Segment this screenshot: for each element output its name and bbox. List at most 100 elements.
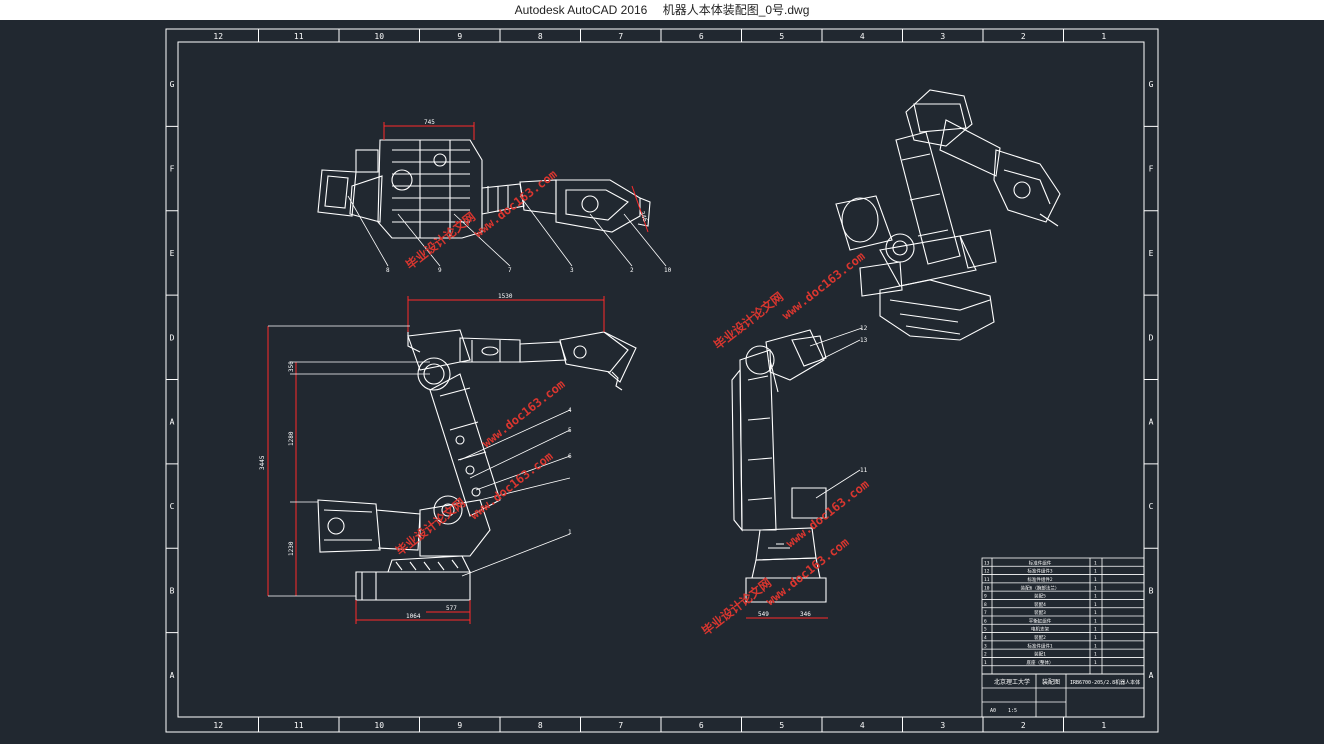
bom-item-no: 2 bbox=[984, 652, 987, 658]
robot-top-view[interactable] bbox=[317, 139, 651, 239]
column-label: 4 bbox=[860, 721, 865, 730]
column-label: 5 bbox=[779, 32, 784, 41]
watermark-url-4: www.doc163.com bbox=[479, 377, 567, 450]
robot-side-view[interactable] bbox=[317, 329, 637, 601]
bom-item-name: 标准件组件2 bbox=[1027, 576, 1052, 583]
top-view-dimensions bbox=[383, 122, 649, 233]
dim-side-reach: 1530 bbox=[498, 293, 513, 300]
row-label: B bbox=[1149, 586, 1154, 595]
watermark-url-1: www.doc163.com bbox=[471, 167, 559, 240]
title-school: 北京理工大学 bbox=[994, 678, 1030, 686]
callout-number: 5 bbox=[568, 427, 572, 434]
title-sheet: A0 bbox=[990, 708, 996, 714]
dim-side-height: 3445 bbox=[259, 455, 266, 470]
dim-top-width: 745 bbox=[424, 119, 435, 126]
bom-item-name: 标准件组件3 bbox=[1027, 568, 1052, 575]
column-label: 10 bbox=[374, 721, 384, 730]
bom-item-qty: 1 bbox=[1094, 652, 1097, 658]
bom-item-name: 装配4 bbox=[1034, 601, 1046, 608]
callout-number: 3 bbox=[570, 267, 574, 274]
file-title: 机器人本体装配图_0号.dwg bbox=[662, 3, 810, 17]
dim-side-mid: 1280 bbox=[288, 431, 295, 446]
bom-item-name: 装配2 bbox=[1034, 634, 1046, 641]
side-view-extension-lines bbox=[268, 325, 430, 597]
column-label: 6 bbox=[699, 32, 704, 41]
watermark-url-5: www.doc163.com bbox=[763, 535, 851, 608]
watermark-cn-4: 毕业设计论文网 bbox=[699, 575, 774, 639]
bom-item-no: 4 bbox=[984, 635, 987, 641]
callout-number: 10 bbox=[664, 267, 672, 274]
row-label: D bbox=[1149, 333, 1154, 342]
watermark-url-2: www.doc163.com bbox=[779, 249, 867, 322]
bom-item-name: 装配5 bbox=[1034, 593, 1046, 600]
column-label: 2 bbox=[1021, 721, 1026, 730]
callout-number: 11 bbox=[860, 467, 868, 474]
title-drawing-name: IRB6700-205/2.8机器人本体 bbox=[1070, 679, 1140, 686]
column-label: 9 bbox=[457, 32, 462, 41]
row-label: E bbox=[1149, 249, 1154, 258]
bom-item-qty: 1 bbox=[1094, 560, 1097, 566]
column-label: 6 bbox=[699, 721, 704, 730]
bom-item-name: 底座（整体） bbox=[1027, 659, 1054, 666]
row-label: C bbox=[1149, 502, 1154, 511]
zone-ticks bbox=[166, 29, 1158, 732]
bom-item-no: 6 bbox=[984, 618, 987, 624]
bom-item-no: 9 bbox=[984, 594, 987, 600]
row-label: D bbox=[170, 333, 175, 342]
bom-item-name: 平衡缸组件 bbox=[1029, 617, 1052, 624]
dim-front-right: 346 bbox=[800, 611, 811, 618]
dim-side-lower: 1230 bbox=[288, 541, 295, 556]
side-view-leaders bbox=[459, 409, 571, 577]
column-label: 1 bbox=[1101, 32, 1106, 41]
bom-item-qty: 1 bbox=[1094, 660, 1097, 666]
bom-item-qty: 1 bbox=[1094, 627, 1097, 633]
bom-item-no: 10 bbox=[984, 585, 990, 591]
bom-item-qty: 1 bbox=[1094, 569, 1097, 575]
callout-number: 9 bbox=[438, 267, 442, 274]
side-view-dimensions bbox=[267, 296, 605, 624]
row-label: E bbox=[170, 249, 175, 258]
dim-front-left: 549 bbox=[758, 611, 769, 618]
watermark-cn-2: 毕业设计论文网 bbox=[711, 289, 786, 353]
watermark-cn-3: 毕业设计论文网 bbox=[393, 495, 468, 559]
robot-isometric-view[interactable] bbox=[835, 89, 1061, 341]
callout-number: 6 bbox=[568, 453, 572, 460]
dim-side-base-width: 1064 bbox=[406, 613, 421, 620]
watermark-cn-1: 毕业设计论文网 bbox=[403, 209, 478, 273]
bom-item-name: 标准件组件1 bbox=[1027, 642, 1052, 649]
parts-list-table bbox=[981, 557, 1145, 675]
row-label: B bbox=[170, 586, 175, 595]
bom-item-no: 12 bbox=[984, 569, 990, 575]
column-label: 10 bbox=[374, 32, 384, 41]
column-label: 7 bbox=[618, 32, 623, 41]
title-scale: 1:5 bbox=[1008, 708, 1017, 714]
bom-item-no: 3 bbox=[984, 643, 987, 649]
callout-number: 4 bbox=[568, 407, 572, 414]
sheet-frame bbox=[165, 28, 1159, 733]
bom-item-name: 标准件组件 bbox=[1029, 559, 1052, 566]
column-label: 5 bbox=[779, 721, 784, 730]
bom-item-qty: 1 bbox=[1094, 585, 1097, 591]
bom-item-no: 1 bbox=[984, 660, 987, 666]
bom-item-qty: 1 bbox=[1094, 635, 1097, 641]
title-block bbox=[981, 673, 1145, 718]
callout-number: 8 bbox=[386, 267, 390, 274]
bom-item-qty: 1 bbox=[1094, 602, 1097, 608]
row-label: G bbox=[1149, 80, 1154, 89]
column-label: 3 bbox=[940, 32, 945, 41]
column-label: 12 bbox=[213, 32, 223, 41]
row-label: F bbox=[170, 165, 175, 174]
robot-front-view[interactable] bbox=[731, 329, 827, 603]
dim-top-tip: 346 bbox=[638, 210, 648, 223]
row-label: F bbox=[1149, 165, 1154, 174]
row-label: A bbox=[1149, 418, 1154, 427]
bom-item-qty: 1 bbox=[1094, 618, 1097, 624]
bom-item-qty: 1 bbox=[1094, 610, 1097, 616]
column-label: 4 bbox=[860, 32, 865, 41]
bom-item-name: 电机支架 bbox=[1031, 626, 1049, 633]
